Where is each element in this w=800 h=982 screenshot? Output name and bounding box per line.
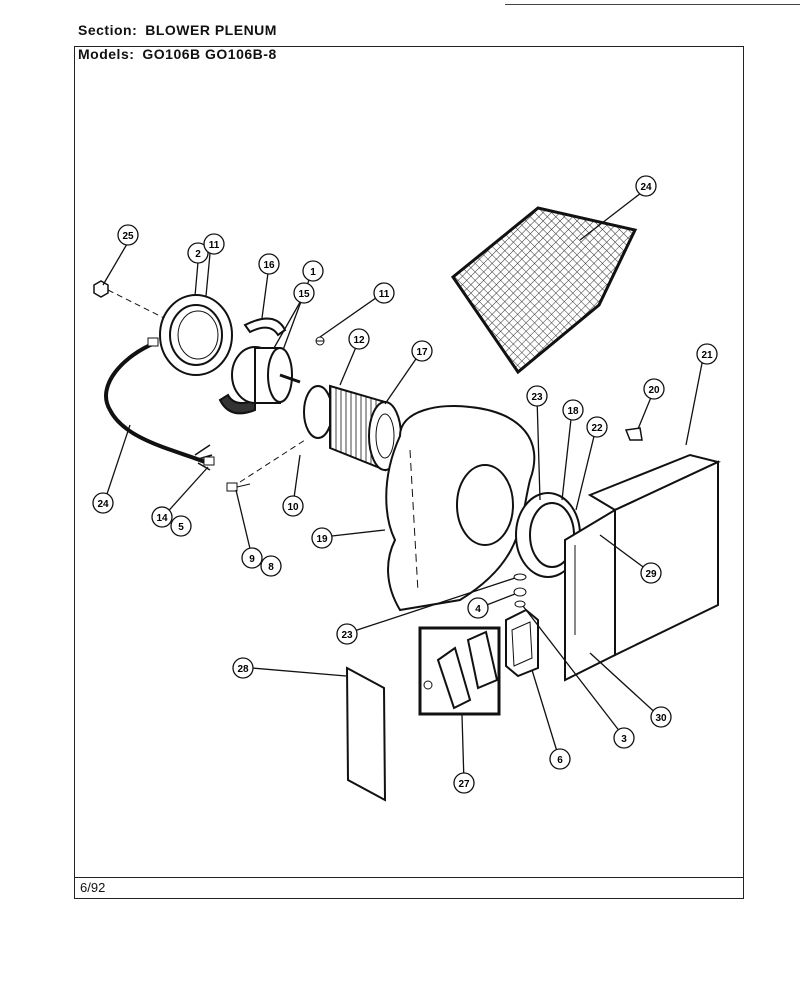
svg-text:12: 12 xyxy=(353,335,365,346)
models-value: GO106B GO106B-8 xyxy=(142,46,277,62)
callout-3: 3 xyxy=(613,727,635,749)
models-heading: Models: GO106B GO106B-8 xyxy=(78,46,277,62)
callout-15: 17 xyxy=(411,340,433,362)
svg-text:9: 9 xyxy=(249,554,255,565)
svg-text:14: 14 xyxy=(156,513,168,524)
svg-text:15: 15 xyxy=(298,289,310,300)
callout-10: 10 xyxy=(282,495,304,517)
svg-text:5: 5 xyxy=(178,522,184,533)
access-panel xyxy=(345,666,387,802)
callout-17: 18 xyxy=(562,399,584,421)
callout-20: 21 xyxy=(696,343,718,365)
wire-harness xyxy=(104,337,215,471)
svg-text:23: 23 xyxy=(531,392,543,403)
callouts: 24 25 2 11 16 1 15 11 12 17 21 20 23 18 … xyxy=(92,175,718,794)
callout-9: 9 xyxy=(241,547,263,569)
hardware-kit xyxy=(418,626,501,716)
callout-19: 20 xyxy=(643,378,665,400)
callout-16: 14 xyxy=(151,506,173,528)
diagram-frame xyxy=(74,46,744,899)
svg-text:29: 29 xyxy=(645,569,657,580)
svg-text:27: 27 xyxy=(458,779,470,790)
svg-text:10: 10 xyxy=(287,502,299,513)
svg-text:21: 21 xyxy=(701,350,713,361)
filter-screen xyxy=(450,206,638,375)
callout-14: 16 xyxy=(258,253,280,275)
section-value: BLOWER PLENUM xyxy=(145,22,277,38)
svg-text:24: 24 xyxy=(640,182,652,193)
wheel-setscrew xyxy=(226,439,306,492)
nut-part xyxy=(93,280,173,323)
svg-text:8: 8 xyxy=(268,562,274,573)
blower-wheel xyxy=(303,384,402,472)
footer-rule xyxy=(74,877,744,878)
svg-text:16: 16 xyxy=(263,260,275,271)
svg-text:30: 30 xyxy=(655,713,667,724)
callout-28: 28 xyxy=(232,657,254,679)
callout-1: 1 xyxy=(302,260,324,282)
grommet-parts xyxy=(513,573,527,608)
svg-text:20: 20 xyxy=(648,385,660,396)
models-label: Models: xyxy=(78,46,135,62)
callout-8: 8 xyxy=(260,555,282,577)
svg-text:23: 23 xyxy=(341,630,353,641)
motor-bracket xyxy=(218,317,287,415)
svg-text:28: 28 xyxy=(237,664,249,675)
leader-lines xyxy=(102,192,705,784)
callout-13: 15 xyxy=(293,282,315,304)
callout-25: 24 xyxy=(635,175,657,197)
callout-6: 6 xyxy=(549,748,571,770)
callout-26: 25 xyxy=(117,224,139,246)
svg-text:4: 4 xyxy=(475,604,481,615)
top-rule xyxy=(505,4,800,5)
blower-housing xyxy=(385,404,536,612)
callout-4: 4 xyxy=(467,597,489,619)
callout-12: 12 xyxy=(348,328,370,350)
svg-text:11: 11 xyxy=(379,289,390,300)
screw-part xyxy=(315,336,325,346)
svg-text:6: 6 xyxy=(557,755,563,766)
callout-2: 2 xyxy=(187,242,209,264)
callout-18: 19 xyxy=(311,527,333,549)
callout-29: 29 xyxy=(640,562,662,584)
plenum-box xyxy=(564,453,721,682)
callout-21: 22 xyxy=(586,416,608,438)
callout-30: 30 xyxy=(650,706,672,728)
motor-mount-ring xyxy=(159,294,233,376)
svg-text:11: 11 xyxy=(209,240,220,251)
svg-text:18: 18 xyxy=(567,406,579,417)
blower-motor xyxy=(231,346,301,404)
svg-text:22: 22 xyxy=(591,423,603,434)
footer-date: 6/92 xyxy=(80,880,106,895)
callout-5: 5 xyxy=(170,515,192,537)
callout-24: 23 xyxy=(336,623,358,645)
svg-text:19: 19 xyxy=(316,534,328,545)
callout-11-b: 11 xyxy=(373,282,395,304)
svg-text:2: 2 xyxy=(195,249,201,260)
callout-11-a: 11 xyxy=(203,233,225,255)
clip-part xyxy=(624,427,643,441)
svg-text:25: 25 xyxy=(122,231,134,242)
callout-27: 27 xyxy=(453,772,475,794)
svg-text:1: 1 xyxy=(310,267,316,278)
callout-22: 23 xyxy=(526,385,548,407)
svg-text:24: 24 xyxy=(97,499,109,510)
svg-text:17: 17 xyxy=(416,347,428,358)
svg-text:3: 3 xyxy=(621,734,627,745)
section-label: Section: xyxy=(78,22,138,38)
section-heading: Section: BLOWER PLENUM xyxy=(78,22,277,38)
callout-23: 24 xyxy=(92,492,114,514)
